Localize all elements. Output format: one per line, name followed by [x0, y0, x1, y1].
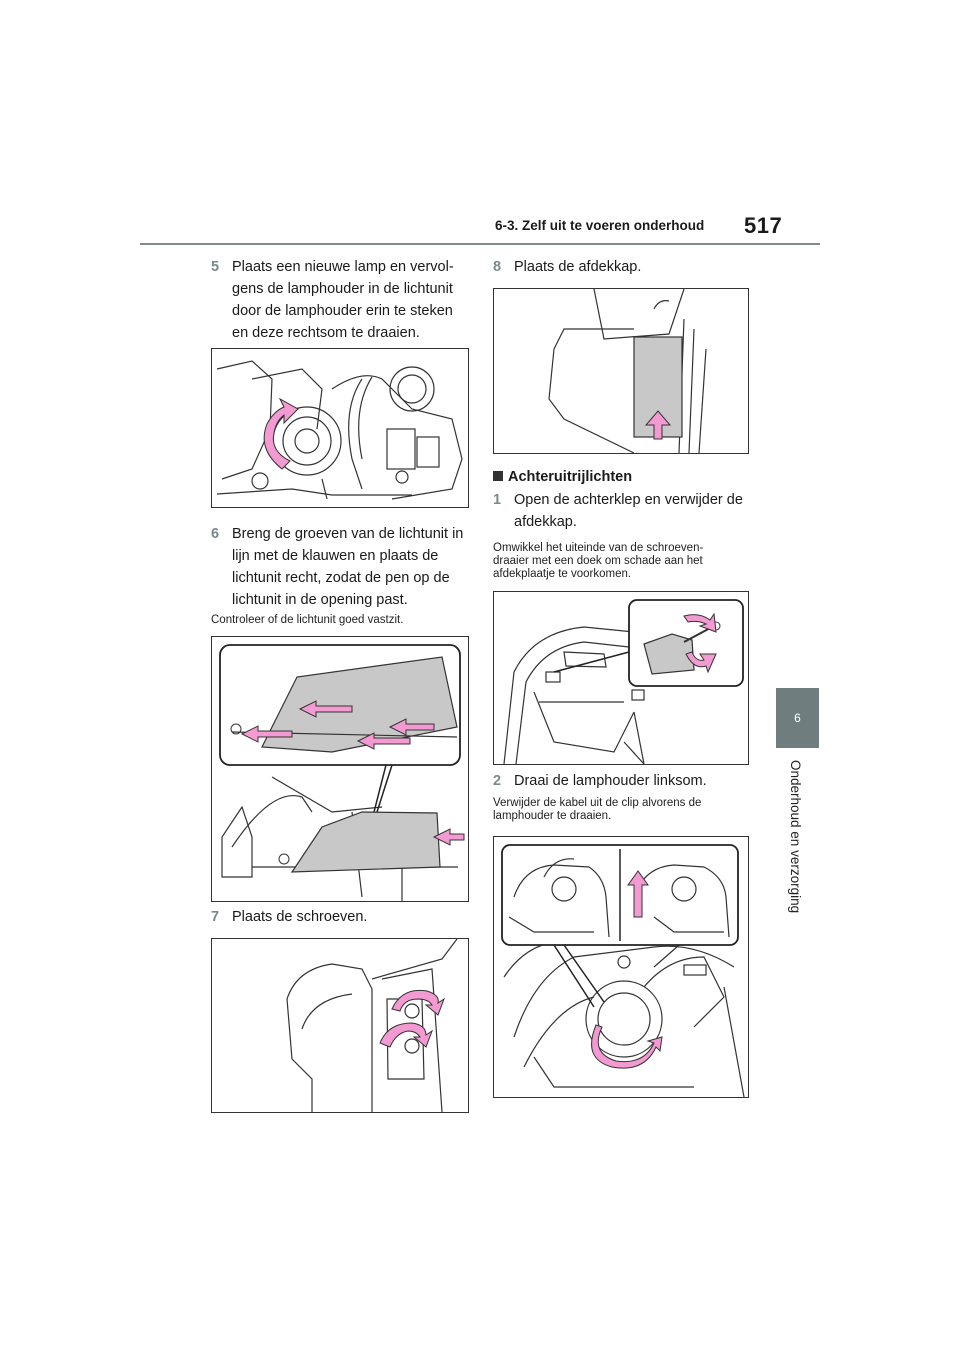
step-1: 1 Open de achterklep en verwijder de afd… [493, 489, 763, 533]
figure-lamp-holder-remove [493, 836, 749, 1098]
page-number: 517 [744, 213, 783, 238]
subhead-bullet [493, 471, 503, 481]
step-number: 6 [211, 526, 220, 542]
header-rule [140, 243, 820, 245]
step-5: 5 Plaats een nieuwe lamp en vervol- gens… [211, 256, 471, 346]
step-text-line: lijn met de klauwen en plaats de [232, 548, 439, 564]
note-line: lamphouder te draaien. [493, 810, 612, 822]
step-number: 2 [493, 773, 502, 789]
step-number: 5 [211, 259, 220, 275]
step-number: 8 [493, 259, 502, 275]
step-6: 6 Breng de groeven van de lichtunit in l… [211, 523, 471, 613]
step-text-line: lichtunit in de opening past. [232, 592, 408, 608]
note-line: draaier met een doek om schade aan het [493, 555, 703, 567]
step-text-line: Breng de groeven van de lichtunit in [232, 526, 464, 542]
section-title: 6-3. Zelf uit te voeren onderhoud [495, 218, 705, 233]
chapter-label: Onderhoud en verzorging [788, 760, 803, 914]
step-text-line: en deze rechtsom te draaien. [232, 325, 420, 341]
note-screwdriver: Omwikkel het uiteinde van de schroeven- … [493, 542, 763, 581]
figure-light-unit-align [211, 636, 469, 902]
note-remove-cable: Verwijder de kabel uit de clip alvorens … [493, 797, 763, 823]
figure-install-screws [211, 938, 469, 1113]
step-number: 1 [493, 492, 502, 508]
step-7: 7 Plaats de schroeven. [211, 906, 471, 928]
step-text: Draai de lamphouder linksom. [514, 773, 707, 789]
step-text-line: Plaats een nieuwe lamp en vervol- [232, 259, 454, 275]
step-2: 2 Draai de lamphouder linksom. [493, 770, 753, 792]
subhead-text: Achteruitrijlichten [508, 469, 633, 485]
step-text-line: afdekkap. [514, 514, 577, 530]
step-text-line: lichtunit recht, zodat de pen op de [232, 570, 450, 586]
note-check-fit: Controleer of de lichtunit goed vastzit. [211, 614, 404, 626]
step-number: 7 [211, 909, 220, 925]
step-text-line: door de lamphouder erin te steken [232, 303, 453, 319]
note-line: Verwijder de kabel uit de clip alvorens … [493, 797, 702, 809]
note-line: afdekplaatje te voorkomen. [493, 568, 632, 580]
figure-open-tailgate [493, 591, 749, 765]
subhead-reversing-lights: Achteruitrijlichten [493, 469, 632, 485]
note-line: Omwikkel het uiteinde van de schroeven- [493, 542, 704, 554]
figure-install-cover [493, 288, 749, 454]
figure-lamp-holder-install [211, 348, 469, 508]
step-text: Plaats de schroeven. [232, 909, 368, 925]
chapter-tab[interactable]: 6 [776, 688, 819, 748]
step-8: 8 Plaats de afdekkap. [493, 256, 753, 278]
step-text-line: Open de achterklep en verwijder de [514, 492, 743, 508]
step-text-line: gens de lamphouder in de lichtunit [232, 281, 453, 297]
step-text: Plaats de afdekkap. [514, 259, 642, 275]
